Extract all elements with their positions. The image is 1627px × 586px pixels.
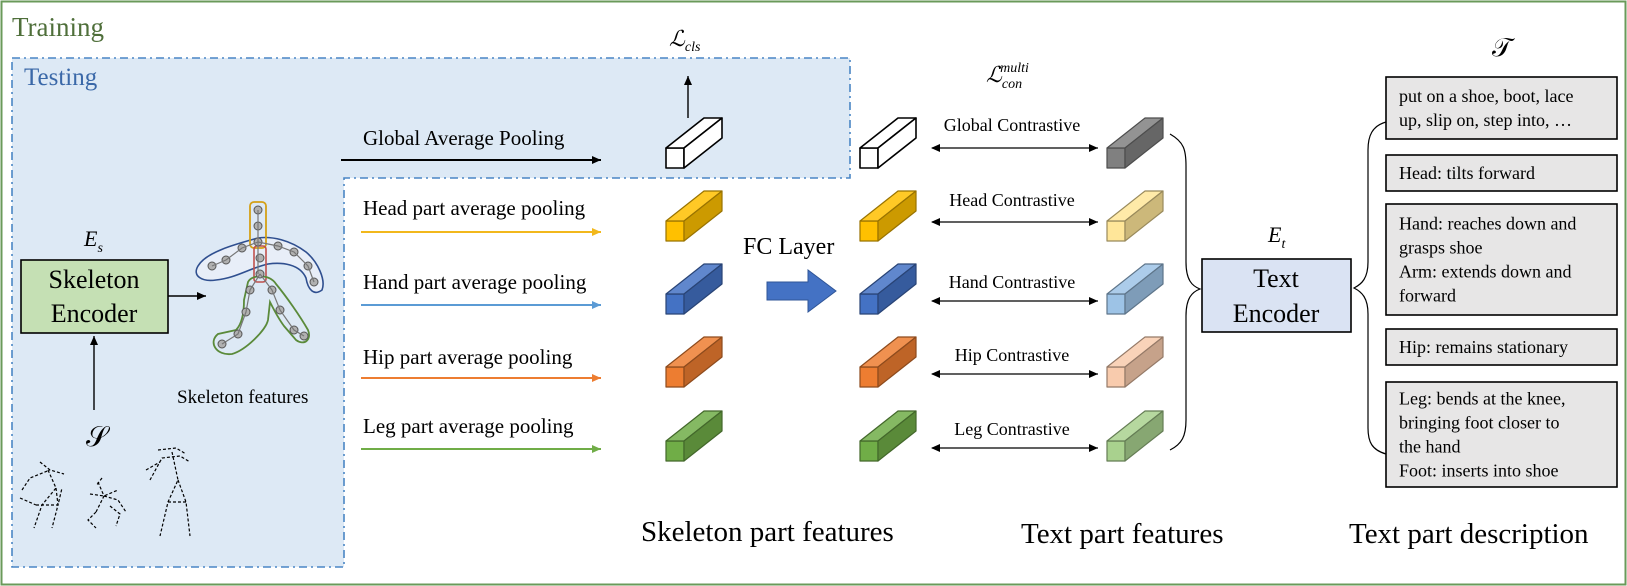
pooled-cube-hip [665,336,723,388]
testing-region [11,57,851,568]
pooled-cube-head [665,190,723,242]
pool-label-hand: Hand part average pooling [363,270,587,294]
es-symbol: Es [83,226,103,256]
description-line: the hand [1399,437,1460,457]
contrastive-label-hip: Hip Contrastive [955,345,1070,365]
text-cube-hand [1106,263,1164,315]
input-skeleton-sequence [19,447,191,537]
fc-cube-hand [859,263,917,315]
skeleton-encoder-line2: Encoder [51,299,138,328]
skeleton-features-graph [195,201,324,355]
caption-skeleton-part-features: Skeleton part features [641,516,894,548]
fc-layer-label: FC Layer [743,234,834,260]
text-cube-hip [1106,336,1164,388]
description-line: Foot: inserts into shoe [1399,461,1559,481]
pooled-cube-hand [665,263,723,315]
text-cube-global [1106,117,1164,169]
features-brace [1169,133,1202,451]
pool-label-global: Global Average Pooling [363,126,565,150]
pool-label-head: Head part average pooling [363,196,586,220]
description-line: Arm: extends down and [1399,262,1571,282]
contrastive-label-leg: Leg Contrastive [954,419,1069,439]
description-box: Hip: remains stationary [1385,328,1618,366]
description-line: up, slip on, step into, … [1399,110,1572,130]
loss-con-multi: ℒconmulti [986,61,1029,92]
description-line: Head: tilts forward [1399,163,1535,183]
fc-cube-leg [859,410,917,462]
pool-label-hip: Hip part average pooling [363,345,573,369]
training-label: Training [12,12,104,42]
fc-cube-head [859,190,917,242]
testing-label: Testing [24,64,98,91]
contrastive-label-head: Head Contrastive [949,190,1074,210]
pooled-cube-leg [665,410,723,462]
description-line: Hand: reaches down and [1399,214,1576,234]
description-line: forward [1399,286,1456,306]
text-cube-leg [1106,410,1164,462]
et-symbol: Et [1267,222,1286,252]
text-encoder-line2: Encoder [1233,299,1320,328]
descriptions-brace [1352,121,1387,455]
description-line: Leg: bends at the knee, [1399,389,1565,409]
contrastive-label-hand: Hand Contrastive [949,272,1075,292]
text-cube-head [1106,190,1164,242]
description-line: grasps shoe [1399,238,1483,258]
skeleton-encoder-line1: Skeleton [49,265,140,294]
fc-cube-hip [859,336,917,388]
contrastive-label-global: Global Contrastive [944,115,1080,135]
text-encoder-box [1201,258,1352,333]
description-box: Head: tilts forward [1385,154,1618,192]
caption-text-part-description: Text part description [1349,518,1589,550]
description-line: Hip: remains stationary [1399,337,1568,357]
text-encoder-line1: Text [1253,264,1300,293]
fc-layer-arrow [766,269,837,313]
caption-text-part-features: Text part features [1021,518,1223,550]
t-symbol: 𝒯 [1492,33,1515,62]
s-symbol: 𝒮 [86,422,111,453]
fc-cube-global [859,117,917,169]
pool-label-leg: Leg part average pooling [363,414,574,438]
skeleton-features-label: Skeleton features [177,387,308,408]
description-box: Leg: bends at the knee, bringing foot clo… [1385,381,1618,488]
loss-cls: ℒcls [669,26,701,55]
description-line: bringing foot closer to [1399,413,1559,433]
description-line: put on a shoe, boot, lace [1399,86,1573,106]
pooled-cube-global [665,117,723,169]
description-box: put on a shoe, boot, lace up, slip on, st… [1385,76,1618,140]
